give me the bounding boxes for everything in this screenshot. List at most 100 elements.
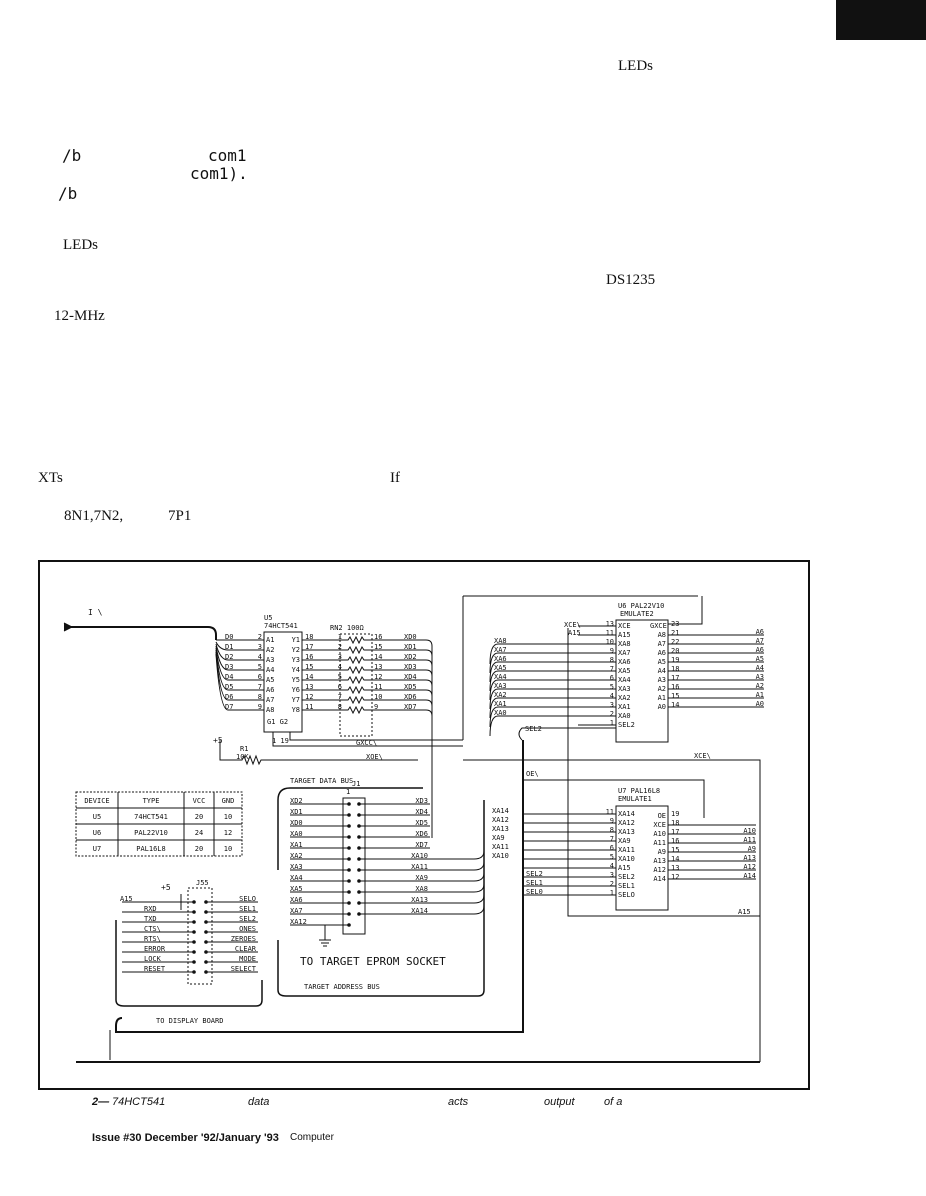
u7-out-pin: 17 bbox=[671, 828, 679, 836]
address-bus-curve bbox=[277, 800, 485, 997]
j1-right-label: XD3 bbox=[415, 797, 428, 805]
j1-address-bend bbox=[430, 850, 485, 860]
u7-out-pin: 14 bbox=[671, 855, 679, 863]
oe-label: OE\ bbox=[526, 770, 539, 778]
u6-xa-label: XA1 bbox=[494, 700, 507, 708]
j1-body bbox=[342, 797, 366, 935]
bottom-bus bbox=[115, 740, 524, 1033]
j1-right-label: XD7 bbox=[415, 841, 428, 849]
device-table-header: GND bbox=[222, 797, 235, 805]
rn2-out-pin: 15 bbox=[374, 643, 382, 651]
target-data-bus: TARGET DATA BUS bbox=[290, 777, 353, 785]
u6-xa-wire bbox=[489, 652, 578, 674]
u7-name: EMULATE1 bbox=[618, 795, 652, 803]
u6-out-label: A6 bbox=[756, 628, 764, 636]
xd-label: XD5 bbox=[404, 683, 417, 691]
u6-in-name: XA6 bbox=[618, 658, 631, 666]
xd-label: XD2 bbox=[404, 653, 417, 661]
rn2-in-pin: 4 bbox=[338, 663, 342, 671]
u6-xa-wire bbox=[489, 661, 578, 683]
u6-xa-label: XA5 bbox=[494, 664, 507, 672]
u6-chip-body bbox=[615, 619, 669, 743]
j1-right-label: XD6 bbox=[415, 830, 428, 838]
u6-out-pin: 15 bbox=[671, 692, 679, 700]
top-left-marks: I \ bbox=[88, 608, 103, 617]
u5-input-pin: 3 bbox=[258, 643, 262, 651]
u6-in-pin: 1 bbox=[610, 719, 614, 727]
u5-y-pin: Y3 bbox=[292, 656, 300, 664]
device-table-cell: 20 bbox=[195, 813, 203, 821]
u7-sel-label: SEL2 bbox=[526, 870, 543, 878]
j1-address-bend bbox=[430, 872, 485, 882]
u5-input-label: D7 bbox=[225, 703, 233, 711]
u6-ref: U6 PAL22V10 bbox=[618, 602, 664, 610]
body-word: LEDs bbox=[618, 58, 653, 74]
u7-out-pin: 15 bbox=[671, 846, 679, 854]
figure-frame bbox=[38, 560, 810, 1090]
u5-input-wire bbox=[215, 641, 264, 651]
j55-right-label: ZEROES bbox=[231, 935, 256, 943]
u6-out-name: A6 bbox=[658, 649, 666, 657]
rn2-out-pin: 12 bbox=[374, 673, 382, 681]
j1-left-label: XA3 bbox=[290, 863, 303, 871]
u6-out-pin: 21 bbox=[671, 629, 679, 637]
plus5-b: +5 bbox=[161, 883, 171, 892]
device-table-header: VCC bbox=[193, 797, 206, 805]
u5-input-label: D1 bbox=[225, 643, 233, 651]
u6-in-name: XCE bbox=[618, 622, 631, 630]
u6-xa-wire bbox=[489, 697, 578, 719]
u6-xa-label: XA8 bbox=[494, 637, 507, 645]
rn2-resistor bbox=[342, 655, 433, 798]
u6-sel2-ext: SEL2 bbox=[525, 725, 542, 733]
j55-right-label: CLEAR bbox=[235, 945, 257, 953]
caption-word: data bbox=[248, 1096, 270, 1108]
u5-a-pin: A5 bbox=[266, 676, 274, 684]
j1-left-label: XA6 bbox=[290, 896, 303, 904]
rn2-out-pin: 16 bbox=[374, 633, 382, 641]
u6-out-label: A7 bbox=[756, 637, 764, 645]
u6-out-label: A1 bbox=[756, 691, 764, 699]
u6-in-pin: 6 bbox=[610, 674, 614, 682]
u6-in-pin: 7 bbox=[610, 665, 614, 673]
j55-right-label: SEL2 bbox=[239, 915, 256, 923]
u6-xa-wire bbox=[489, 706, 578, 728]
u7-in-pin: 2 bbox=[610, 880, 614, 888]
u5-input-pin: 5 bbox=[258, 663, 262, 671]
u5-input-label: D0 bbox=[225, 633, 233, 641]
body-word: 12-MHz bbox=[54, 308, 105, 324]
u6-out-name: A3 bbox=[658, 676, 666, 684]
u5-a-pin: A8 bbox=[266, 706, 274, 714]
rn2-in-pin: 8 bbox=[338, 703, 342, 711]
u5-output-pin: 14 bbox=[305, 673, 313, 681]
u5-a-pin: A3 bbox=[266, 656, 274, 664]
u6-in-name: XA2 bbox=[618, 694, 631, 702]
u6-a15-in: A15 bbox=[568, 629, 581, 637]
display-bus-curve bbox=[115, 920, 263, 1007]
u7-out-name: A10 bbox=[653, 830, 666, 838]
u6-out-name: A2 bbox=[658, 685, 666, 693]
input-arrow bbox=[63, 622, 74, 632]
j1-address-bend bbox=[430, 883, 485, 893]
r1-resistor bbox=[219, 740, 418, 766]
j1-pin1: 1 bbox=[346, 788, 350, 796]
u6-out-pin: 22 bbox=[671, 638, 679, 646]
u7-in-pin: 5 bbox=[610, 853, 614, 861]
u7-oe-name: OE bbox=[658, 812, 666, 820]
u6-out-label: A2 bbox=[756, 682, 764, 690]
u7-out-pin: 16 bbox=[671, 837, 679, 845]
u5-y-pin: Y8 bbox=[292, 706, 300, 714]
u5-input-pin: 8 bbox=[258, 693, 262, 701]
rn2-resistor bbox=[342, 695, 433, 828]
u7-out-label: A11 bbox=[743, 836, 756, 844]
rn2-out-pin: 14 bbox=[374, 653, 382, 661]
u7-in-pin: 4 bbox=[610, 862, 614, 870]
rn2-resistor bbox=[342, 675, 433, 808]
u6-in-name: XA7 bbox=[618, 649, 631, 657]
u7-in-name: XA14 bbox=[618, 810, 635, 818]
u6-out-name: A8 bbox=[658, 631, 666, 639]
u7-out-name: A9 bbox=[658, 848, 666, 856]
j1-left-label: XA0 bbox=[290, 830, 303, 838]
u7-out-pin: 19 bbox=[671, 810, 679, 818]
